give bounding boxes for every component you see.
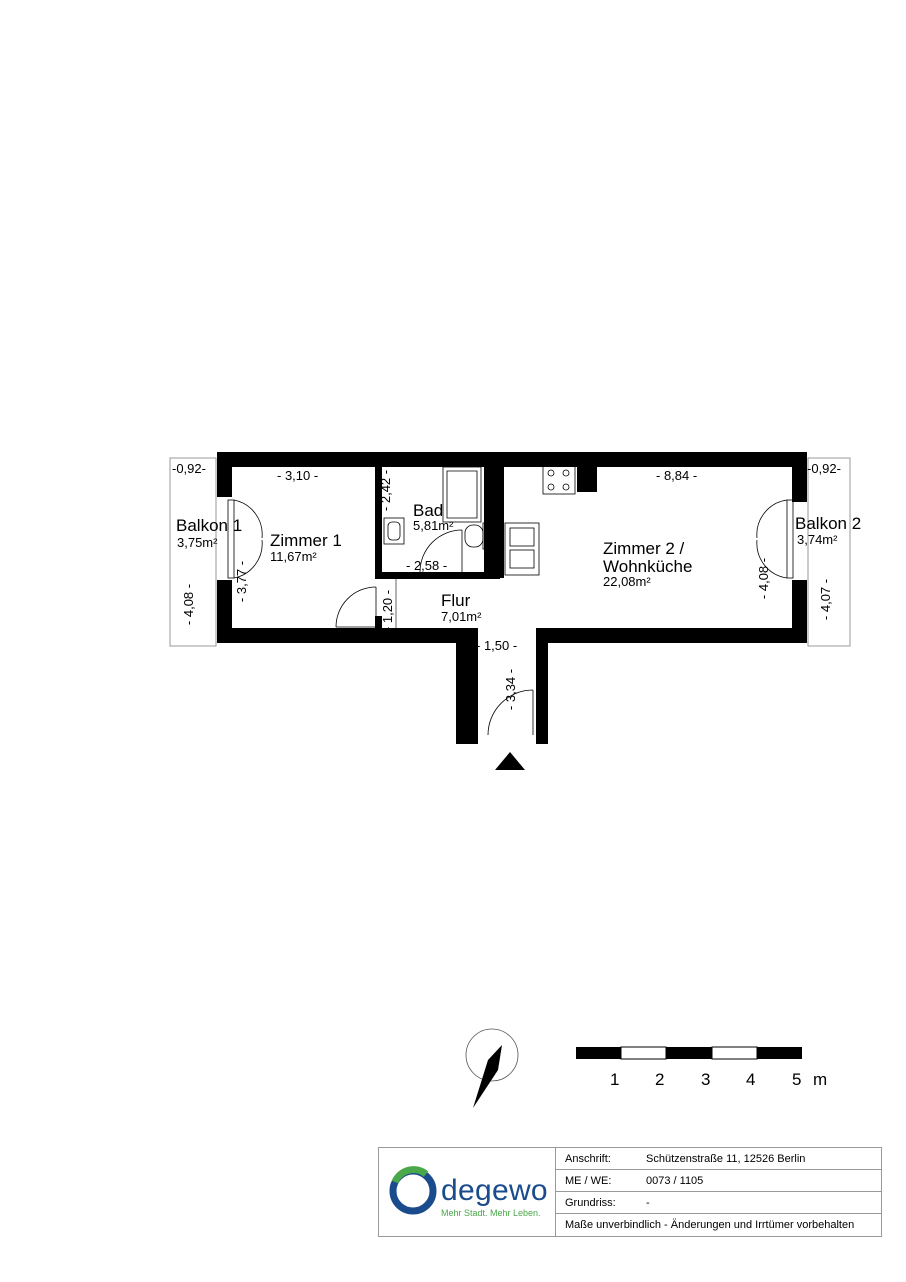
balkon-1-name: Balkon 1 (176, 516, 243, 535)
zimmer-2-name-line2: Wohnküche (603, 557, 693, 576)
address-row: Anschrift: Schützenstraße 11, 12526 Berl… (556, 1148, 882, 1170)
unit-key: ME / WE: (565, 1175, 612, 1187)
kitchen-fixtures (504, 465, 576, 576)
dim-balkon-2-width: -0,92- (807, 461, 841, 476)
floorplan-value: - (646, 1197, 650, 1209)
bad-name: Bad (413, 501, 444, 520)
floorplan-key: Grundriss: (565, 1197, 616, 1209)
disclaimer-text: Maße unverbindlich - Änderungen und Irrt… (565, 1219, 855, 1231)
balkon-2-name: Balkon 2 (795, 514, 862, 533)
scale-label-1: 1 (610, 1070, 620, 1089)
zimmer-2-area: 22,08m² (603, 574, 651, 589)
scale-label-4: 4 (746, 1070, 756, 1089)
balkon-2-area: 3,74m² (797, 532, 838, 547)
brand-slogan: Mehr Stadt. Mehr Leben. (441, 1208, 541, 1218)
degewo-logo-icon (389, 1166, 437, 1215)
north-compass-icon (465, 1028, 519, 1108)
bathroom-fixtures (383, 466, 489, 550)
bad-door (419, 529, 463, 573)
zimmer-2-name: Zimmer 2 / (603, 539, 685, 558)
dim-zimmer-1-width: - 3,10 - (277, 468, 319, 483)
dim-flur-width: - 1,50 - (476, 638, 518, 653)
disclaimer-row: Maße unverbindlich - Änderungen und Irrt… (556, 1214, 882, 1236)
flur-name: Flur (441, 591, 471, 610)
dim-zimmer-1-depth: - 3,77 - (234, 560, 250, 603)
zimmer-1-area: 11,67m² (270, 549, 317, 564)
balkon-2-door (756, 499, 794, 579)
entrance-door (487, 689, 534, 736)
zimmer-1-name: Zimmer 1 (270, 531, 342, 550)
logo-cell: degewo Mehr Stadt. Mehr Leben. (379, 1148, 556, 1236)
dim-balkon-2-length: - 4,07 - (818, 578, 834, 621)
address-key: Anschrift: (565, 1153, 611, 1165)
walls (217, 452, 807, 744)
scale-label-2: 2 (655, 1070, 665, 1089)
bad-area: 5,81m² (413, 518, 454, 533)
unit-row: ME / WE: 0073 / 1105 (556, 1170, 882, 1192)
balkon-2-outline (807, 457, 851, 647)
dim-bad-width: - 2,58 - (406, 558, 448, 573)
dim-flur-height: - 1,20 - (380, 589, 396, 632)
entry-arrow-icon (495, 752, 525, 770)
scale-label-5: 5 (792, 1070, 802, 1089)
brand-name: degewo (441, 1174, 548, 1207)
dim-entry-length: - 3,34 - (503, 668, 519, 711)
dim-zimmer-2-depth: - 4,08 - (756, 557, 772, 600)
balkon-1-outline (169, 457, 217, 647)
balkon-1-door (227, 499, 263, 579)
scale-label-3: 3 (701, 1070, 711, 1089)
scale-unit: m (813, 1070, 828, 1089)
scale-bar (576, 1046, 802, 1060)
dim-zimmer-2-width: - 8,84 - (656, 468, 698, 483)
title-block: degewo Mehr Stadt. Mehr Leben. Anschrift… (378, 1147, 882, 1237)
flur-area: 7,01m² (441, 609, 482, 624)
address-value: Schützenstraße 11, 12526 Berlin (646, 1153, 806, 1165)
unit-value: 0073 / 1105 (646, 1175, 704, 1187)
dim-balkon-1-length: - 4,08 - (181, 583, 197, 626)
balkon-1-area: 3,75m² (177, 535, 218, 550)
dim-balkon-1-width: -0,92- (172, 461, 206, 476)
dim-bad-height: - 2,42 - (378, 469, 394, 512)
floorplan-row: Grundriss: - (556, 1192, 882, 1214)
zimmer-1-door (335, 586, 377, 628)
